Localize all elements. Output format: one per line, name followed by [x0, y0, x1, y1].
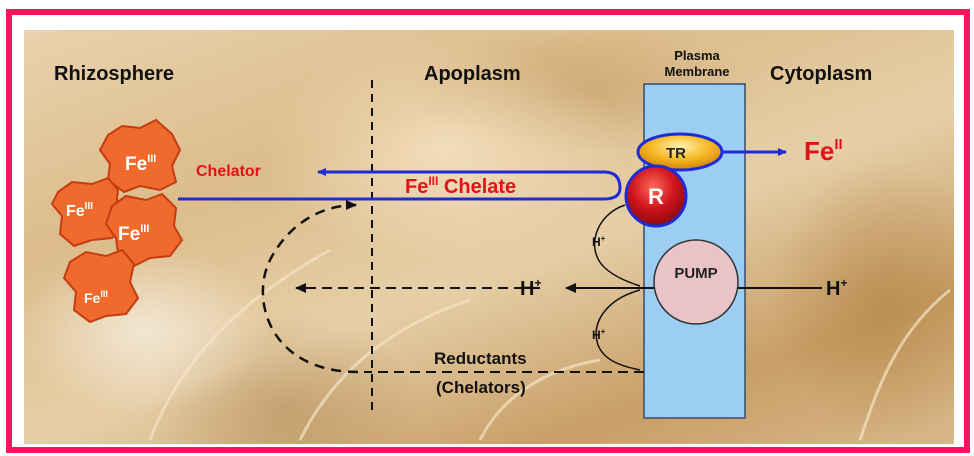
- pump-circle: [654, 240, 738, 324]
- reductase-label: R: [648, 184, 664, 209]
- plasma-membrane-label-line2: Membrane: [664, 64, 729, 79]
- transporter-label: TR: [666, 145, 686, 162]
- plasma-membrane-label-line1: Plasma: [674, 48, 720, 63]
- pump-label: PUMP: [674, 265, 717, 282]
- fe-iii-chelate-label: FeIII Chelate: [405, 174, 516, 198]
- iron-particle-4: [64, 250, 138, 322]
- proton-label-upper: H+: [592, 234, 606, 249]
- reductants-label: Reductants: [434, 349, 527, 368]
- rhizosphere-label: Rhizosphere: [54, 63, 174, 85]
- fe-ii-label: FeII: [804, 136, 843, 166]
- proton-label-lower: H+: [592, 327, 606, 342]
- chelators-label: (Chelators): [436, 378, 526, 397]
- apoplasm-label: Apoplasm: [424, 63, 521, 85]
- iron-particle-cluster: [52, 120, 182, 322]
- proton-label-cytoplasm: H+: [826, 276, 847, 300]
- chelator-label: Chelator: [196, 163, 261, 180]
- proton-label-apoplast: H+: [520, 276, 541, 300]
- cytoplasm-label: Cytoplasm: [770, 63, 872, 85]
